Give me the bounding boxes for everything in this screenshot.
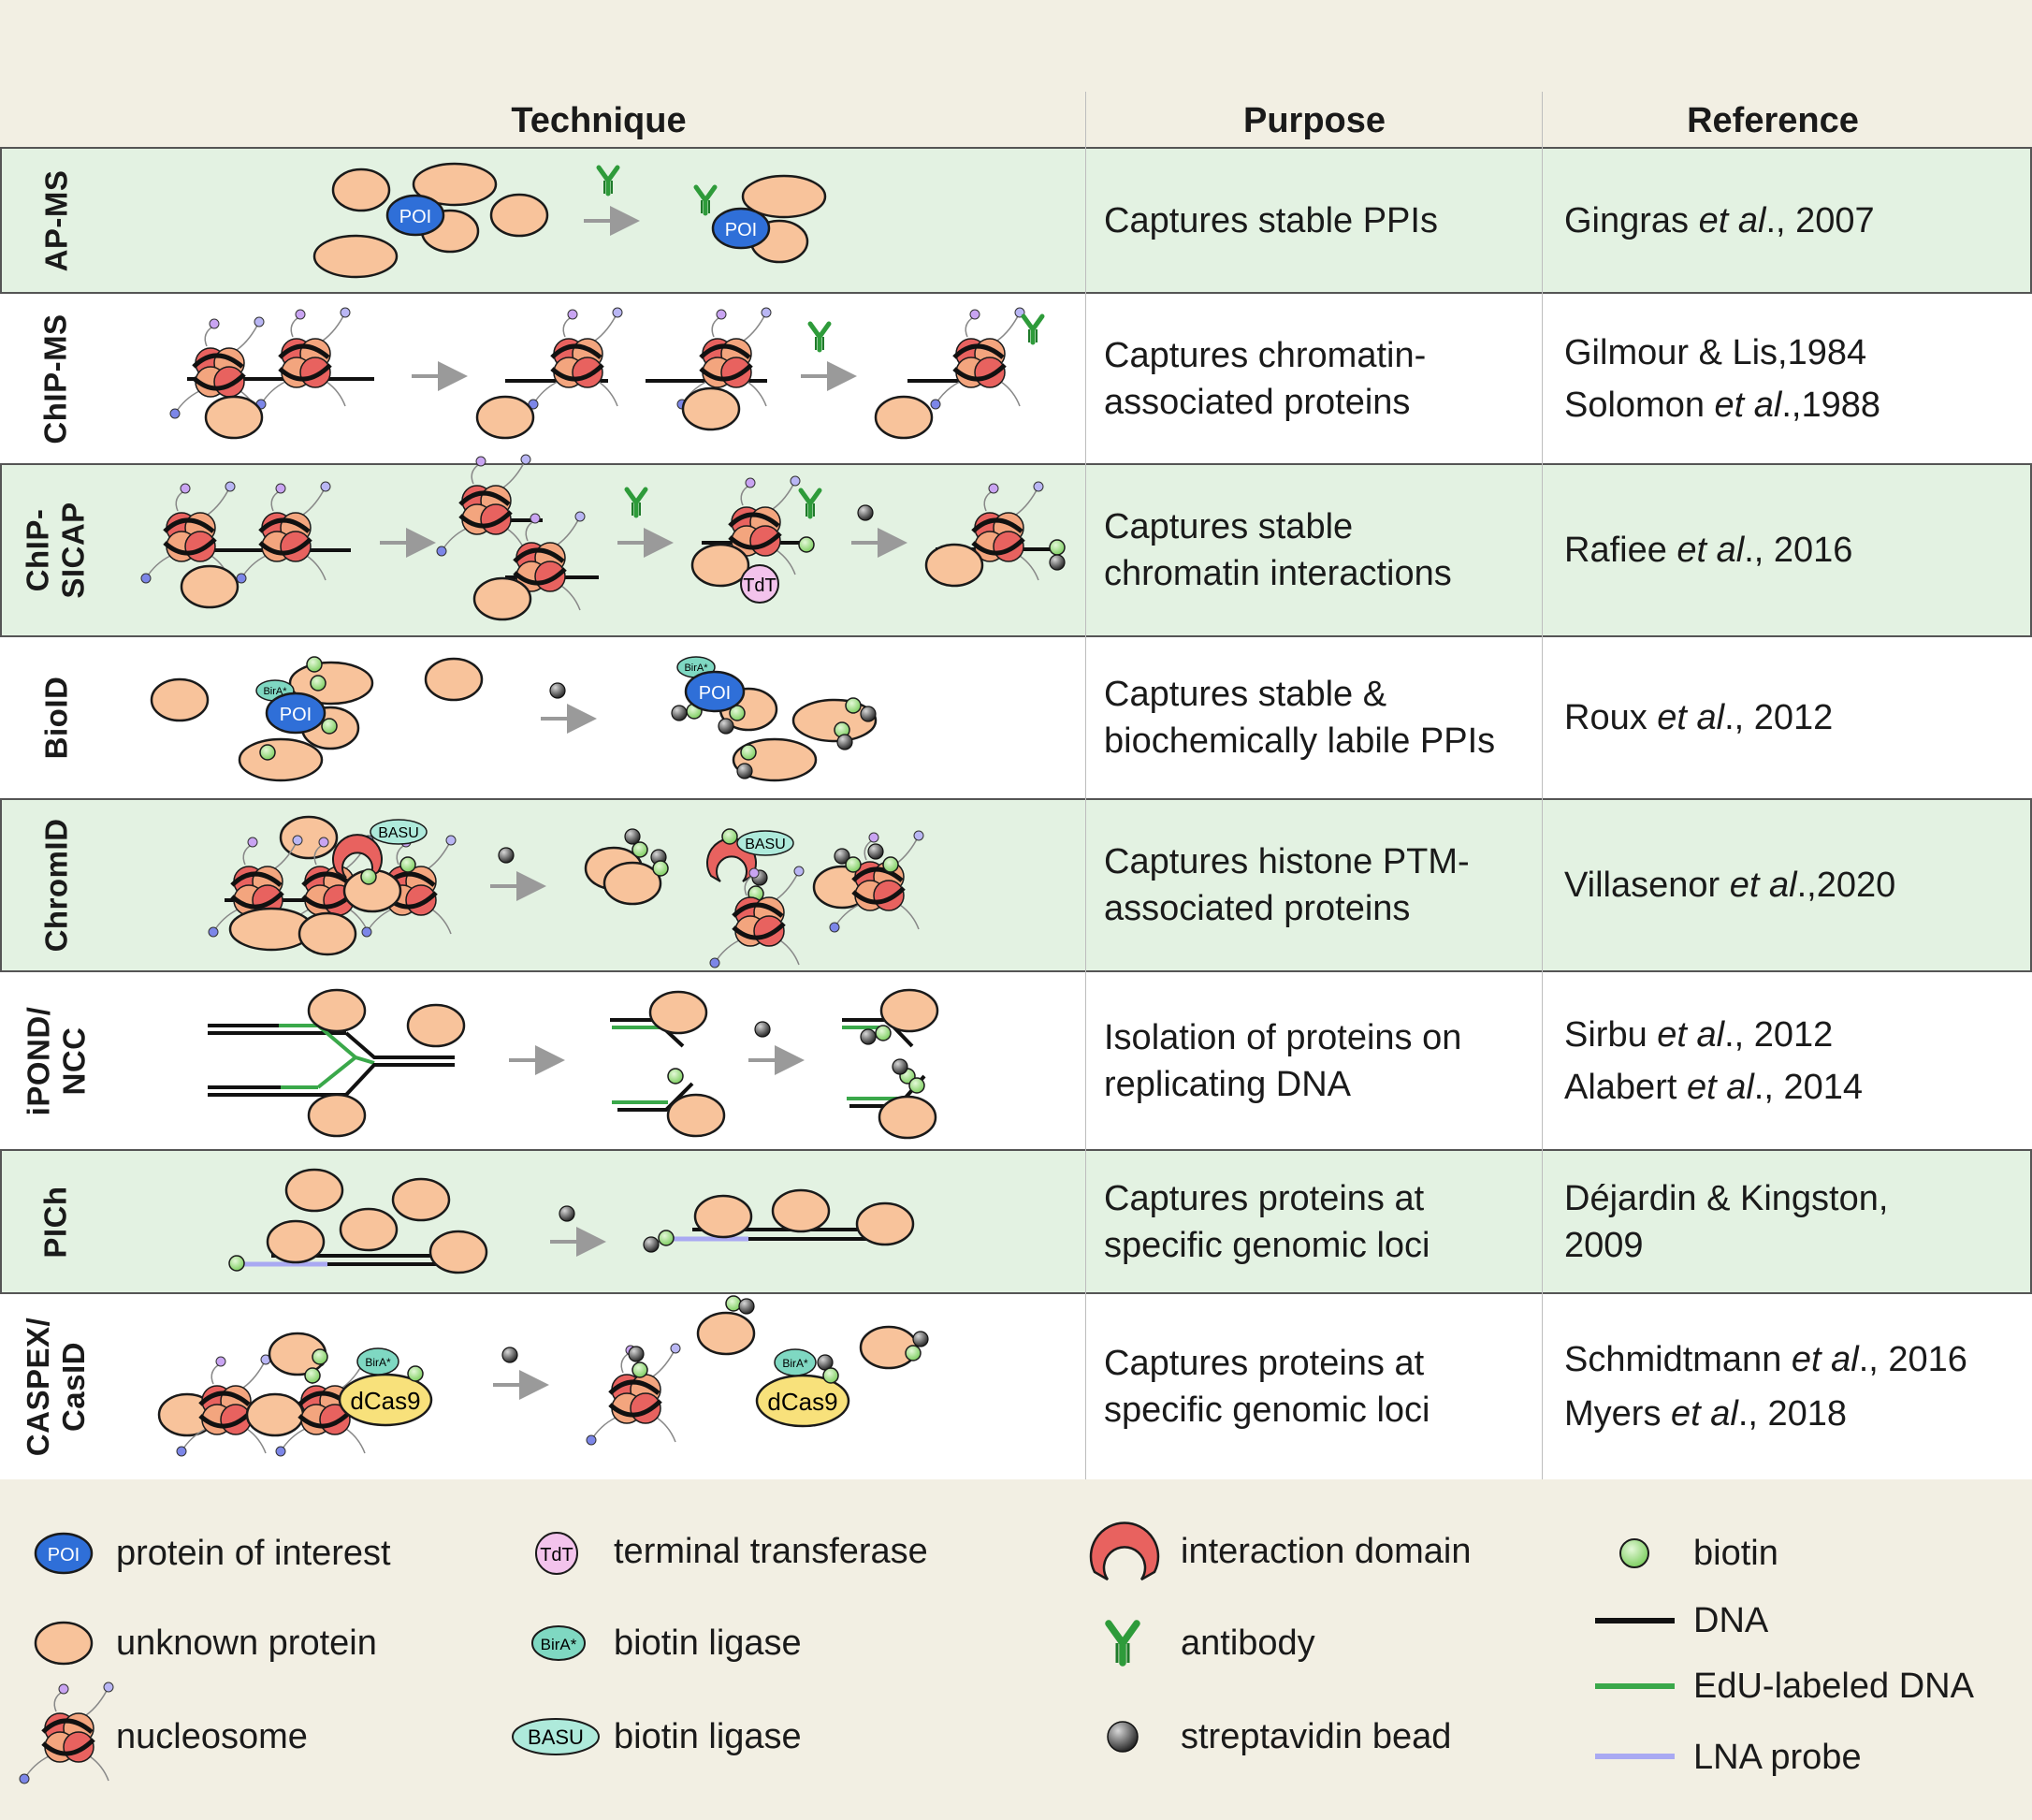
antibody-legend-icon (1109, 1623, 1137, 1663)
poi-legend-icon (34, 1532, 94, 1575)
reference-cell: Roux et al., 2012 (1564, 637, 2023, 798)
reference-line: Rafiee et al., 2016 (1564, 531, 1853, 570)
svg-text:BirA*: BirA* (541, 1636, 577, 1653)
svg-text:POI: POI (699, 683, 731, 704)
legend-lna-probe: LNA probe (1693, 1738, 1862, 1777)
legend-edu-dna: EdU-labeled DNA (1693, 1667, 1974, 1706)
basu-legend-icon (512, 1718, 600, 1755)
reference-line: Villasenor et al.,2020 (1564, 866, 1896, 905)
svg-text:dCas9: dCas9 (350, 1387, 420, 1415)
reference-line: Déjardin & Kingston, (1564, 1178, 1889, 1218)
caspex-illustration: dCas9 BirA* dCas9 BirA* (157, 1295, 929, 1456)
interaction-domain-legend-icon (1089, 1522, 1160, 1581)
svg-text:TdT: TdT (743, 575, 777, 596)
streptavidin-bead-legend-icon (1107, 1721, 1139, 1753)
reference-cell: Gingras et al., 2007 (1564, 147, 2023, 294)
chip-sicap-illustration: TdT (141, 455, 1066, 621)
reference-line: Gilmour & Lis,1984 (1564, 332, 1867, 372)
legend-bira: biotin ligase (614, 1623, 802, 1663)
svg-text:POI: POI (48, 1545, 80, 1565)
svg-text:BirA*: BirA* (684, 662, 708, 674)
reference-cell: Déjardin & Kingston, 2009 (1564, 1149, 2023, 1294)
chip-ms-illustration (170, 308, 1042, 440)
legend-interaction-domain: interaction domain (1181, 1532, 1472, 1571)
reference-line: Sirbu et al., 2012 (1564, 1014, 1834, 1055)
legend-basu: biotin ligase (614, 1717, 802, 1756)
reference-cell: Villasenor et al.,2020 (1564, 798, 2023, 972)
column-separator (1085, 92, 1086, 1479)
purpose-cell: Captures chromatin-associated proteins (1104, 335, 1427, 422)
reference-line: Schmidtmann et al., 2016 (1564, 1340, 1967, 1379)
reference-line: Myers et al., 2018 (1564, 1394, 1848, 1434)
svg-text:dCas9: dCas9 (767, 1388, 837, 1416)
legend-nucleosome: nucleosome (116, 1717, 308, 1756)
legend-icons: POI TdT BirA* BASU (20, 1522, 1675, 1784)
column-separator (1542, 92, 1543, 1479)
svg-text:POI: POI (725, 220, 757, 240)
svg-text:BirA*: BirA* (263, 686, 287, 697)
header-reference: Reference (1687, 101, 1859, 140)
svg-text:BirA*: BirA* (365, 1356, 391, 1369)
purpose-cell: Captures stable PPIs (1104, 200, 1438, 240)
svg-text:BASU: BASU (528, 1725, 584, 1749)
svg-text:BASU: BASU (745, 837, 786, 852)
unknown-protein-legend-icon (34, 1621, 94, 1666)
legend-streptavidin-bead: streptavidin bead (1181, 1717, 1452, 1756)
reference-line: 2009 (1564, 1225, 1644, 1265)
ipond-illustration (208, 988, 939, 1140)
ap-ms-illustration: POI POI (312, 162, 827, 279)
header-purpose: Purpose (1242, 101, 1386, 140)
reference-cell: Sirbu et al., 2012 Alabert et al., 2014 (1564, 972, 2023, 1149)
svg-text:POI: POI (399, 207, 431, 227)
tdt-legend-icon (535, 1532, 578, 1575)
legend-antibody: antibody (1181, 1623, 1315, 1663)
legend-dna: DNA (1693, 1601, 1769, 1640)
bioid-illustration: BirA* POI BirA* POI (150, 656, 878, 782)
reference-cell: Rafiee et al., 2016 (1564, 463, 2023, 637)
legend-unknown-protein: unknown protein (116, 1623, 377, 1663)
reference-cell: Schmidtmann et al., 2016 Myers et al., 2… (1564, 1294, 2023, 1479)
svg-text:BASU: BASU (378, 825, 419, 841)
header-technique: Technique (511, 101, 687, 140)
reference-line: Roux et al., 2012 (1564, 698, 1834, 737)
legend-tdt: terminal transferase (614, 1532, 928, 1571)
dcas9-glyph (338, 1373, 433, 1427)
interaction-domain (332, 834, 383, 879)
nucleosome-legend-icon (20, 1682, 113, 1784)
legend-poi: protein of interest (116, 1534, 391, 1573)
reference-line: Alabert et al., 2014 (1564, 1067, 1864, 1107)
poi-glyph (385, 194, 445, 237)
svg-text:BirA*: BirA* (782, 1357, 808, 1370)
tdt-glyph (740, 564, 779, 604)
svg-text:TdT: TdT (540, 1545, 573, 1565)
chromid-illustration: BASU BASU (209, 815, 923, 968)
bira-legend-icon (531, 1625, 586, 1661)
pich-illustration (228, 1168, 915, 1274)
svg-text:POI: POI (280, 705, 312, 725)
reference-line: Gingras et al., 2007 (1564, 200, 1875, 240)
purpose-cell: Captures histone PTM-associated proteins (1104, 842, 1470, 928)
purpose-cell: Captures stable &biochemically labile PP… (1104, 675, 1496, 761)
legend-biotin: biotin (1693, 1534, 1778, 1573)
reference-line: Solomon et al.,1988 (1564, 385, 1881, 425)
reference-cell: Gilmour & Lis,1984 Solomon et al.,1988 (1564, 294, 2023, 463)
row-pich (0, 1149, 2032, 1294)
biotin-legend-icon (1619, 1538, 1649, 1568)
